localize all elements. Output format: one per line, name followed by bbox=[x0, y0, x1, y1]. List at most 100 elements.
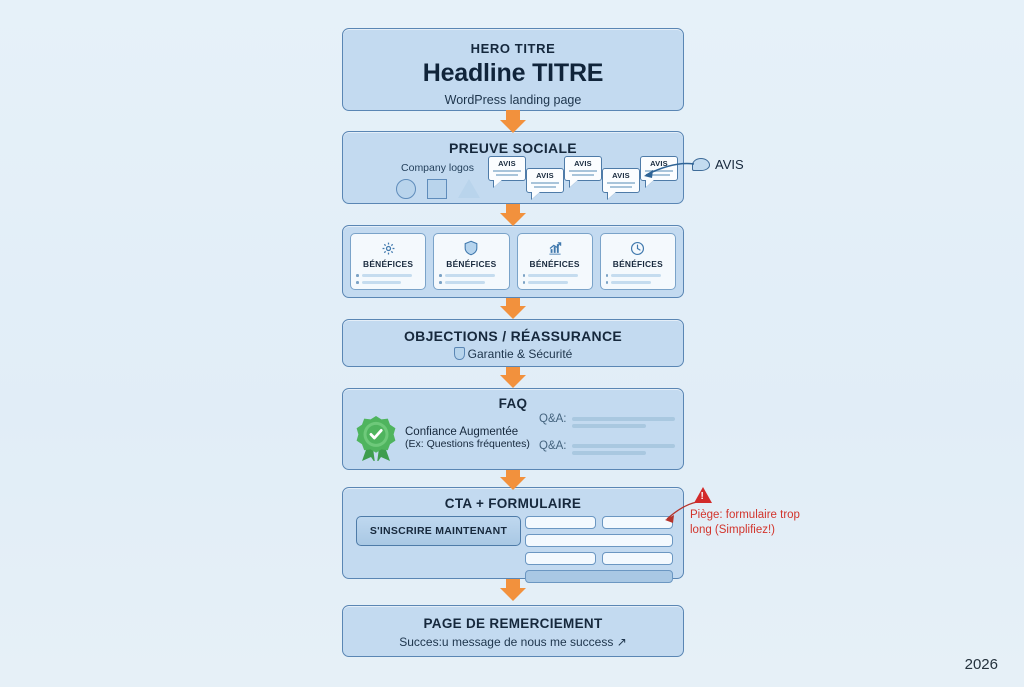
section-objections[interactable]: OBJECTIONS / RÉASSURANCE Garantie & Sécu… bbox=[342, 319, 684, 367]
bullet-dot-icon bbox=[522, 281, 526, 284]
callout-avis-label: AVIS bbox=[715, 157, 744, 172]
testimonial-label: AVIS bbox=[574, 159, 592, 168]
bullet-dot-icon bbox=[356, 274, 359, 277]
hero-headline: Headline TITRE bbox=[422, 59, 604, 87]
bullet-placeholder-bar bbox=[611, 274, 662, 278]
shield-icon bbox=[453, 347, 465, 360]
callout-avis: AVIS bbox=[692, 157, 744, 172]
signup-button[interactable]: S'INSCRIRE MAINTENANT bbox=[356, 516, 521, 546]
faq-answer-placeholder bbox=[572, 440, 675, 458]
form-row bbox=[525, 534, 673, 547]
section-thank-you[interactable]: PAGE DE REMERCIEMENT Succes:u message de… bbox=[342, 605, 684, 657]
form-field[interactable] bbox=[525, 534, 673, 547]
faq-qa-label: Q&A: bbox=[539, 413, 567, 425]
benefit-card-label: BÉNÉFICES bbox=[612, 259, 663, 269]
form-field[interactable] bbox=[525, 552, 596, 565]
bullet-dot-icon bbox=[439, 274, 442, 277]
flow-arrow-4 bbox=[500, 367, 526, 388]
gear-icon bbox=[381, 239, 396, 257]
form-field[interactable] bbox=[525, 516, 596, 529]
bullet-placeholder-bar bbox=[444, 280, 485, 285]
faq-answer-placeholder bbox=[572, 413, 675, 431]
flow-arrow-1 bbox=[500, 110, 526, 133]
testimonial-bubble: AVIS bbox=[602, 168, 640, 193]
faq-qa-label: Q&A: bbox=[539, 440, 567, 453]
section-benefits[interactable]: BÉNÉFICES BÉNÉFICES BÉNÉFICES BÉNÉFICES bbox=[342, 225, 684, 298]
benefit-bullet-list bbox=[522, 274, 587, 288]
faq-confidence-line: Confiance Augmentée bbox=[405, 426, 519, 438]
thanks-subtitle: Succes:u message de nous me success ↗ bbox=[399, 635, 627, 649]
benefit-bullet-item bbox=[439, 280, 503, 285]
bullet-placeholder-bar bbox=[361, 274, 412, 278]
benefit-bullet-item bbox=[605, 280, 670, 285]
faq-answer-bar bbox=[572, 417, 675, 421]
thanks-title: PAGE DE REMERCIEMENT bbox=[423, 616, 603, 631]
flow-arrow-2 bbox=[500, 204, 526, 226]
faq-answer-bar bbox=[572, 451, 647, 455]
circle-logo-icon bbox=[395, 179, 416, 199]
benefit-bullet-list bbox=[439, 274, 503, 288]
form-field[interactable] bbox=[525, 570, 673, 583]
social-proof-title: PREUVE SOCIALE bbox=[449, 140, 577, 156]
bullet-dot-icon bbox=[439, 281, 442, 284]
testimonial-line bbox=[531, 182, 559, 184]
triangle-logo-icon bbox=[457, 179, 480, 198]
faq-answer-bar bbox=[572, 444, 675, 448]
section-hero[interactable]: HERO TITRE Headline TITRE WordPress land… bbox=[342, 28, 684, 111]
benefit-bullet-item bbox=[356, 280, 420, 285]
objections-title: OBJECTIONS / RÉASSURANCE bbox=[403, 328, 622, 344]
testimonial-bubble: AVIS bbox=[526, 168, 564, 193]
signup-form[interactable] bbox=[525, 516, 673, 588]
section-cta-form[interactable]: CTA + FORMULAIRE S'INSCRIRE MAINTENANT bbox=[342, 487, 684, 583]
bullet-placeholder-bar bbox=[528, 280, 568, 285]
faq-qa-row: Q&A: bbox=[539, 413, 675, 431]
benefit-bullet-item bbox=[605, 274, 670, 278]
company-logos-group: Company logos bbox=[385, 162, 490, 199]
testimonial-label: AVIS bbox=[650, 159, 668, 168]
faq-left-group: Confiance Augmentée (Ex: Questions fréqu… bbox=[355, 415, 530, 461]
form-field[interactable] bbox=[602, 552, 673, 565]
form-row bbox=[525, 570, 673, 583]
cta-title: CTA + FORMULAIRE bbox=[444, 496, 582, 511]
bullet-dot-icon bbox=[605, 274, 609, 277]
benefit-card[interactable]: BÉNÉFICES bbox=[433, 233, 510, 290]
shield-icon bbox=[464, 239, 478, 257]
flow-arrow-5 bbox=[500, 470, 526, 490]
chart-icon bbox=[547, 239, 563, 257]
benefit-bullet-item bbox=[356, 274, 420, 278]
testimonial-line bbox=[493, 170, 521, 172]
testimonial-line bbox=[496, 173, 518, 176]
benefit-bullet-list bbox=[605, 274, 670, 288]
testimonial-line bbox=[569, 170, 597, 172]
benefit-card[interactable]: BÉNÉFICES bbox=[350, 233, 427, 290]
warning-text: Piège: formulaire trop long (Simplifiez!… bbox=[690, 509, 800, 537]
benefit-bullet-item bbox=[522, 280, 587, 285]
faq-answer-bar bbox=[572, 424, 647, 428]
benefit-card[interactable]: BÉNÉFICES bbox=[516, 233, 593, 290]
testimonial-label: AVIS bbox=[498, 159, 516, 168]
warning-annotation: Piège: formulaire trop long (Simplifiez!… bbox=[690, 487, 810, 538]
section-faq[interactable]: FAQ Confiance Augmentée (Ex: Questions f… bbox=[342, 388, 684, 470]
square-logo-icon bbox=[426, 179, 447, 199]
testimonial-label: AVIS bbox=[612, 171, 630, 180]
objections-subtitle: Garantie & Sécurité bbox=[467, 347, 573, 361]
hero-kicker: HERO TITRE bbox=[470, 41, 556, 56]
benefit-card[interactable]: BÉNÉFICES bbox=[599, 233, 676, 290]
benefit-bullet-item bbox=[522, 274, 587, 278]
company-logos-label: Company logos bbox=[401, 162, 474, 174]
bullet-placeholder-bar bbox=[444, 274, 495, 278]
benefit-card-label: BÉNÉFICES bbox=[529, 259, 580, 269]
form-row bbox=[525, 516, 673, 529]
bullet-placeholder-bar bbox=[528, 274, 579, 278]
year-label: 2026 bbox=[964, 656, 998, 673]
benefit-card-label: BÉNÉFICES bbox=[446, 259, 497, 269]
testimonial-bubble: AVIS bbox=[564, 156, 602, 181]
testimonial-line bbox=[645, 170, 673, 172]
faq-title: FAQ bbox=[498, 396, 528, 411]
bullet-placeholder-bar bbox=[361, 280, 402, 285]
testimonial-bubble: AVIS bbox=[640, 156, 678, 181]
testimonial-line bbox=[607, 182, 635, 184]
testimonial-bubbles-group: AVIS AVIS AVIS AVIS AVIS bbox=[488, 156, 678, 202]
